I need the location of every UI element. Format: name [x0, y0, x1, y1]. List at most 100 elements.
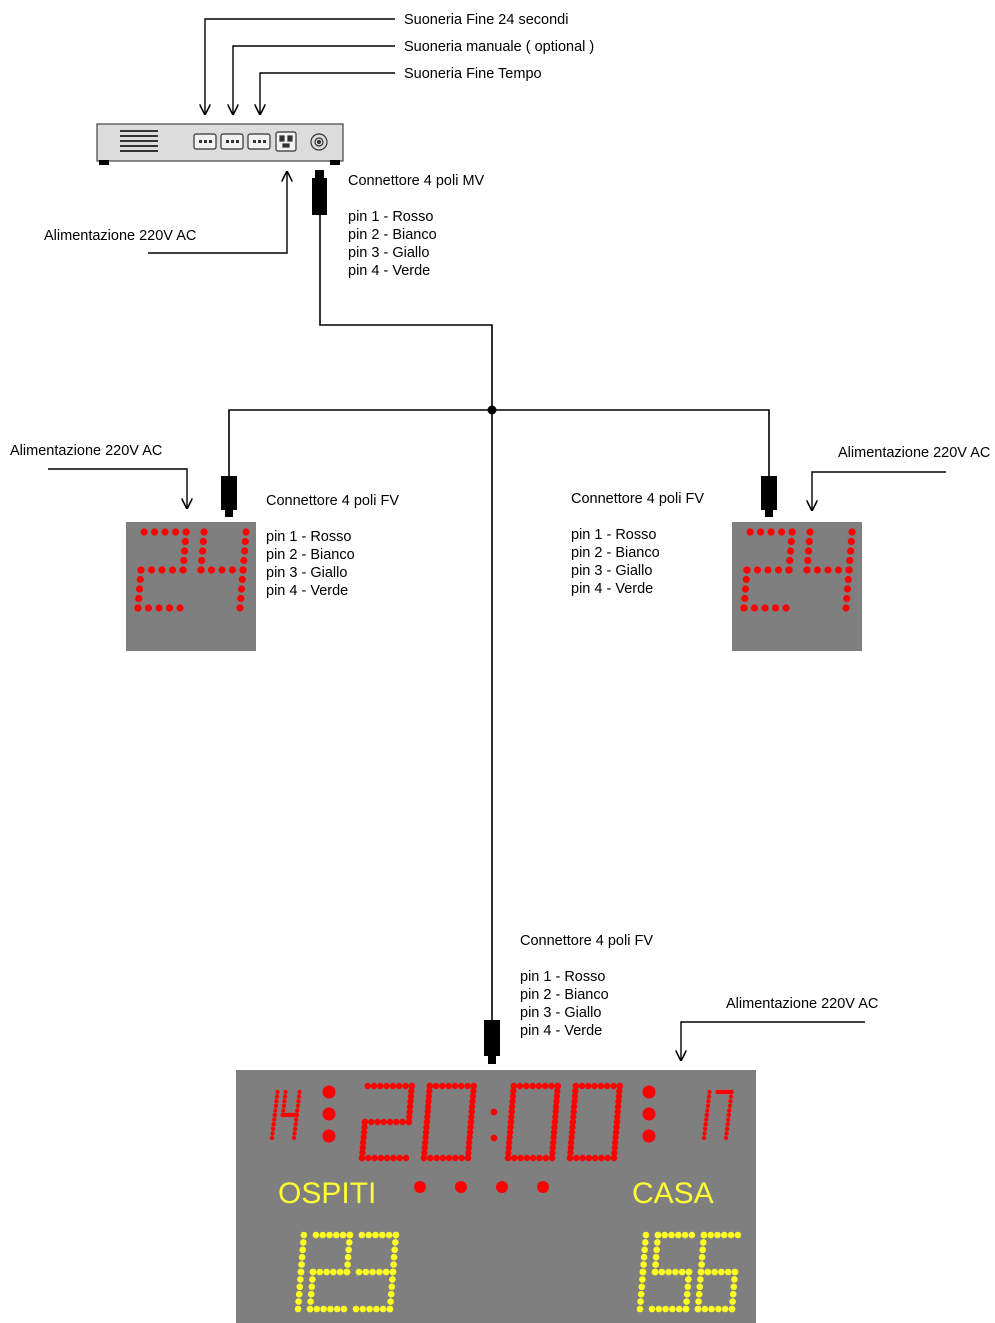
controller-connector-label: Connettore 4 poli MV: [348, 173, 485, 189]
led-dot: [423, 1123, 430, 1131]
led-dot: [237, 585, 246, 593]
led-dot: [270, 1131, 275, 1136]
led-dot: [552, 1108, 559, 1115]
led-dot: [653, 1246, 660, 1254]
led-dot: [469, 1093, 477, 1100]
led-dot: [731, 1276, 738, 1283]
shot-clock-left-power-label: Alimentazione 220V AC: [10, 443, 162, 459]
led-dot: [218, 566, 226, 574]
time-digit: [358, 1082, 415, 1162]
led-dot: [358, 1231, 366, 1239]
led-dot: [439, 1082, 446, 1090]
led-dot: [180, 556, 188, 565]
led-dot: [309, 1268, 317, 1276]
led-dot: [611, 1149, 618, 1157]
led-dot: [572, 1087, 579, 1095]
led-dot: [554, 1082, 561, 1090]
controller-pin-1: pin 1 - Rosso: [348, 209, 433, 225]
led-dot: [655, 1305, 663, 1313]
time-digit: [504, 1082, 561, 1162]
led-dot: [368, 1118, 375, 1126]
shot-clock-right-pin-1: pin 1 - Rosso: [571, 527, 656, 543]
led-dot: [724, 1268, 732, 1276]
home-label: CASA: [632, 1177, 714, 1210]
led-dot: [424, 1103, 432, 1110]
shot-clock-left-pin-4: pin 4 - Verde: [266, 583, 348, 599]
led-dot: [639, 1276, 646, 1283]
led-dot: [295, 1103, 301, 1109]
led-dot: [778, 528, 786, 536]
led-dot: [708, 1305, 715, 1313]
led-dot: [272, 1117, 277, 1122]
led-dot: [469, 1098, 476, 1105]
led-dot: [379, 1305, 387, 1313]
led-dot: [308, 1283, 316, 1291]
shot-clock-left-connector-label: Connettore 4 poli FV: [266, 493, 399, 509]
led-dot: [306, 1305, 314, 1313]
led-dot: [468, 1108, 475, 1115]
led-dot: [597, 1082, 605, 1090]
led-dot: [726, 1112, 731, 1118]
led-dot: [510, 1087, 517, 1095]
led-dot: [423, 1118, 431, 1126]
led-dot: [845, 566, 853, 574]
led-dot: [685, 1268, 693, 1276]
led-dot: [298, 1253, 306, 1261]
shot-clock-right-plug-icon: [761, 476, 777, 517]
led-dot: [445, 1154, 453, 1162]
led-dot: [392, 1239, 399, 1246]
led-dot: [746, 528, 754, 536]
led-dot: [359, 1305, 367, 1313]
controller-connector-plug-icon: [312, 170, 327, 215]
led-dot: [270, 1126, 276, 1132]
led-dot: [295, 1298, 302, 1305]
led-dot: [333, 1305, 341, 1313]
led-dot: [842, 604, 850, 612]
led-dot: [701, 1135, 707, 1141]
possession-dots: [414, 1181, 549, 1193]
led-dot: [721, 1231, 728, 1239]
led-dot: [729, 1290, 737, 1298]
led-dot: [591, 1082, 598, 1090]
led-dot: [294, 1112, 299, 1118]
led-dot: [390, 1261, 397, 1268]
led-dot: [640, 1253, 648, 1261]
led-dot: [377, 1082, 384, 1090]
led-dot: [844, 575, 852, 584]
led-dot: [728, 1099, 733, 1104]
scoreboard-time-digits: [358, 1082, 623, 1162]
led-dot: [652, 1253, 660, 1261]
shot-clock-right-connector-label: Connettore 4 poli FV: [571, 491, 704, 507]
led-dot: [406, 1103, 414, 1110]
led-dot: [272, 1112, 277, 1118]
controller-body: [96, 123, 344, 162]
bell-24s-label: Suoneria Fine 24 secondi: [404, 12, 568, 28]
led-dot: [147, 566, 156, 574]
led-dot: [741, 594, 749, 603]
led-dot: [615, 1098, 622, 1105]
controller-unit: [96, 123, 344, 165]
led-dot: [806, 528, 814, 536]
led-dot: [743, 566, 751, 574]
led-dot: [734, 1231, 742, 1239]
led-dot: [312, 1231, 320, 1239]
shot-clock-right-pin-4: pin 4 - Verde: [571, 581, 653, 597]
led-dot: [134, 604, 142, 612]
led-dot: [504, 1154, 512, 1162]
led-dot: [614, 1113, 621, 1121]
led-dot: [685, 1276, 692, 1283]
led-dot: [300, 1231, 308, 1239]
led-dot: [718, 1268, 725, 1276]
led-dot: [715, 1305, 722, 1313]
led-dot: [711, 1268, 718, 1276]
led-dot: [505, 1144, 512, 1151]
led-dot: [362, 1268, 370, 1276]
led-dot: [570, 1108, 577, 1115]
led-dot: [165, 604, 174, 612]
led-dot: [408, 1082, 415, 1090]
led-dot: [506, 1134, 513, 1141]
led-dot: [407, 1093, 415, 1100]
led-dot: [730, 1283, 738, 1291]
led-dot: [425, 1098, 432, 1105]
led-dot: [296, 1099, 301, 1104]
